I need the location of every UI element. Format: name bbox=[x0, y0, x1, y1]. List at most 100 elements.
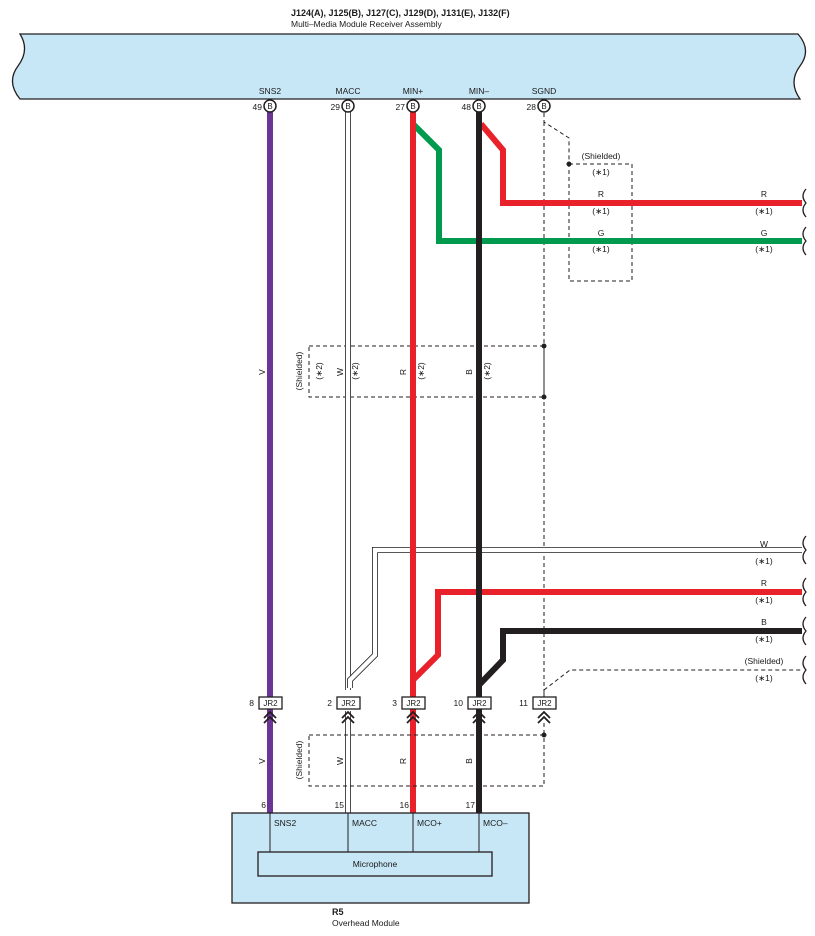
wire-note-r-right: (∗1) bbox=[755, 206, 773, 216]
jr2-connector-11: JR2 11 bbox=[519, 696, 557, 724]
internal-leads bbox=[269, 813, 480, 852]
jr2-label: JR2 bbox=[406, 699, 421, 708]
pin-circle bbox=[263, 99, 277, 113]
chevron-up-icon bbox=[406, 710, 420, 724]
jr2-pin-num: 8 bbox=[249, 698, 254, 708]
jr2-label: JR2 bbox=[472, 699, 487, 708]
pin-num-49: 49 bbox=[253, 102, 263, 112]
top-component-ids: J124(A), J125(B), J127(C), J129(D), J131… bbox=[291, 8, 510, 18]
wire-note-w-lower: (∗1) bbox=[755, 556, 773, 566]
wire-note-g-right: (∗1) bbox=[755, 244, 773, 254]
pin-circle bbox=[341, 99, 355, 113]
pin-num-27: 27 bbox=[396, 102, 406, 112]
bottom-pin-name-mco-plus: MCO+ bbox=[417, 818, 442, 828]
shield-box-top-right bbox=[568, 163, 633, 282]
wire-label-g-right: G bbox=[761, 228, 768, 238]
pin-name-macc: MACC bbox=[335, 86, 360, 96]
wire-label-r-lower: R bbox=[761, 578, 767, 588]
top-pin-circles: B B B B B bbox=[263, 99, 551, 113]
wire-white-lower-right bbox=[347, 547, 802, 688]
shield-label-top-right: (Shielded) bbox=[582, 151, 621, 161]
wire-label-r-in-shield: R bbox=[598, 189, 604, 199]
pin-letter: B bbox=[541, 102, 546, 111]
shield-note-middle: (∗2) bbox=[314, 362, 324, 380]
junction-connectors: JR2 8 JR2 2 JR2 3 JR2 10 JR2 11 bbox=[249, 696, 557, 724]
bottom-component-name: Overhead Module bbox=[332, 918, 400, 928]
wire-note-w-middle: (∗2) bbox=[350, 362, 360, 380]
wire-end-bracket bbox=[802, 226, 807, 256]
bottom-pin-num-17: 17 bbox=[466, 800, 476, 810]
wire-green-min-plus bbox=[410, 121, 802, 244]
wire-label-r-middle: R bbox=[398, 369, 408, 375]
bottom-component-id: R5 bbox=[332, 907, 344, 917]
wire-label-w-lower: W bbox=[760, 539, 768, 549]
chevron-up-icon bbox=[263, 710, 277, 724]
pin-circle bbox=[472, 99, 486, 113]
top-component-name: Multi–Media Module Receiver Assembly bbox=[291, 19, 442, 29]
bottom-pin-name-sns2: SNS2 bbox=[274, 818, 296, 828]
microphone-label: Microphone bbox=[353, 859, 398, 869]
wire-note-b-lower: (∗1) bbox=[755, 634, 773, 644]
wire-label-v-bottom: V bbox=[257, 758, 267, 764]
bottom-pin-num-6: 6 bbox=[261, 800, 266, 810]
jr2-connector-8: JR2 8 bbox=[249, 696, 283, 724]
chevron-up-icon bbox=[537, 710, 551, 724]
receiver-assembly-box bbox=[11, 33, 807, 100]
wire-label-w-bottom: W bbox=[335, 757, 345, 765]
bottom-pin-name-macc: MACC bbox=[352, 818, 377, 828]
pin-name-min-plus: MIN+ bbox=[403, 86, 424, 96]
wire-note-r-middle: (∗2) bbox=[416, 362, 426, 380]
wire-label-r-right: R bbox=[761, 189, 767, 199]
chevron-up-icon bbox=[341, 710, 355, 724]
pin-letter: B bbox=[476, 102, 481, 111]
jr2-connector-10: JR2 10 bbox=[454, 696, 492, 724]
wire-note-b-middle: (∗2) bbox=[482, 362, 492, 380]
wire-label-g-in-shield: G bbox=[598, 228, 605, 238]
wire-label-b-lower: B bbox=[761, 617, 767, 627]
wire-end-bracket bbox=[802, 188, 807, 218]
wire-label-b-bottom: B bbox=[464, 758, 474, 764]
wire-white-lower-right-fill bbox=[347, 547, 802, 688]
sgnd-shield-lead bbox=[543, 113, 570, 164]
wire-note-g-in-shield: (∗1) bbox=[592, 244, 610, 254]
wire-label-w-middle: W bbox=[335, 368, 345, 376]
wire-note-r-in-shield: (∗1) bbox=[592, 206, 610, 216]
jr2-connector-2: JR2 2 bbox=[327, 696, 361, 724]
shield-box-middle bbox=[308, 345, 545, 398]
shield-label-middle: (Shielded) bbox=[294, 351, 304, 390]
wire-label-shielded-lower: (Shielded) bbox=[745, 656, 784, 666]
splice-dot bbox=[566, 161, 572, 167]
wire-red-min-minus bbox=[478, 122, 802, 206]
wire-note-r-lower: (∗1) bbox=[755, 595, 773, 605]
pin-circle bbox=[537, 99, 551, 113]
pin-num-48: 48 bbox=[462, 102, 472, 112]
jr2-label: JR2 bbox=[263, 699, 278, 708]
wire-label-v-middle: V bbox=[257, 369, 267, 375]
shield-label-bottom: (Shielded) bbox=[294, 740, 304, 779]
wire-note-shielded-lower: (∗1) bbox=[755, 673, 773, 683]
pin-num-28: 28 bbox=[527, 102, 537, 112]
jr2-pin-num: 11 bbox=[519, 698, 528, 708]
splice-dot bbox=[541, 732, 547, 738]
jr2-pin-num: 2 bbox=[327, 698, 332, 708]
wire-label-b-middle: B bbox=[464, 369, 474, 375]
wire-end-bracket bbox=[802, 577, 807, 607]
pin-name-sns2: SNS2 bbox=[259, 86, 281, 96]
wire-end-bracket bbox=[802, 655, 807, 685]
pin-letter: B bbox=[410, 102, 415, 111]
pin-letter: B bbox=[267, 102, 272, 111]
wire-end-bracket bbox=[802, 616, 807, 646]
wire-end-brackets bbox=[802, 188, 807, 685]
shield-box-bottom bbox=[308, 734, 545, 787]
pin-letter: B bbox=[345, 102, 350, 111]
shield-note-top-right: (∗1) bbox=[592, 167, 610, 177]
wire-red-lower-right bbox=[410, 589, 802, 683]
wire-black-lower-right bbox=[476, 628, 802, 688]
shield-line-lower-right bbox=[543, 669, 802, 697]
bottom-pin-name-mco-minus: MCO– bbox=[483, 818, 508, 828]
wire-end-bracket bbox=[802, 535, 807, 565]
jr2-pin-num: 10 bbox=[454, 698, 464, 708]
chevron-up-icon bbox=[472, 710, 486, 724]
pin-num-29: 29 bbox=[331, 102, 341, 112]
